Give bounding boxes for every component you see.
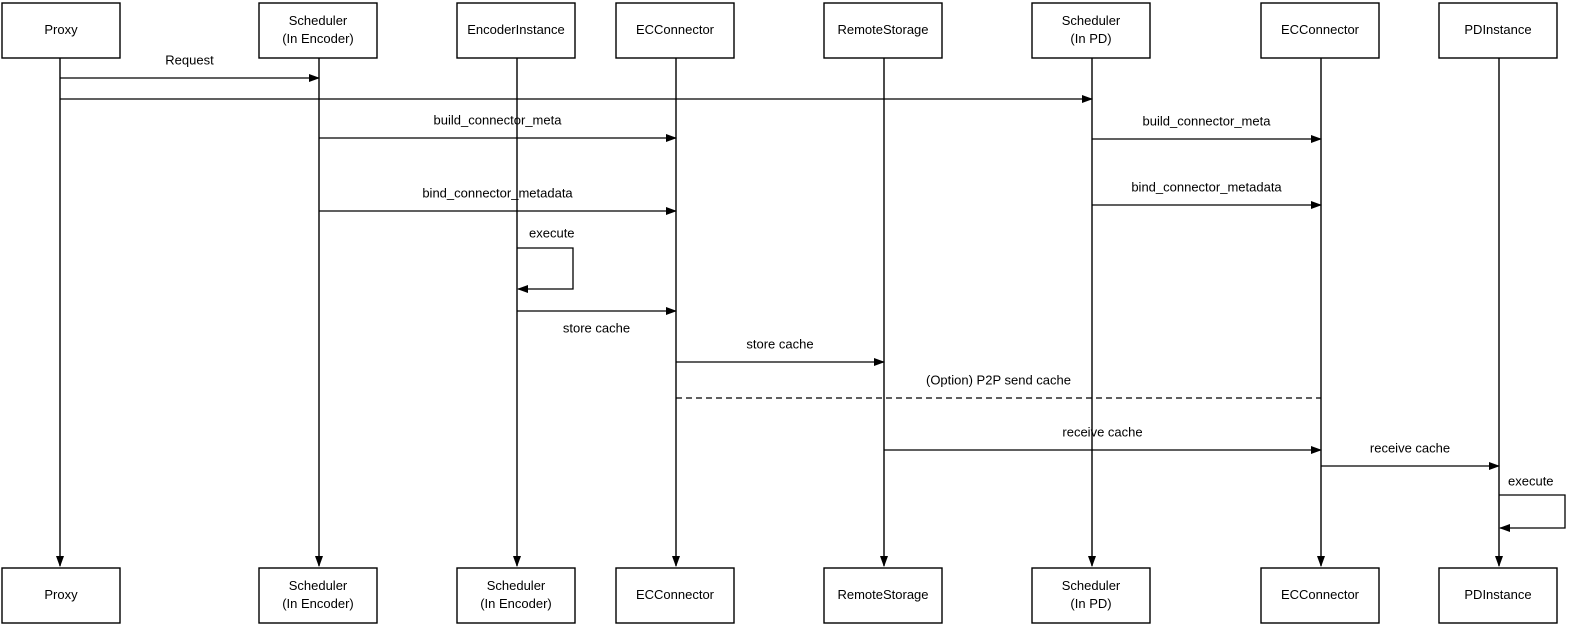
self-message-label: execute — [1508, 473, 1554, 488]
message-label: receive cache — [1370, 440, 1450, 455]
self-message-s1[interactable]: execute — [517, 225, 575, 293]
message-m4[interactable]: build_connector_meta — [1092, 113, 1322, 143]
participant-box[interactable] — [1, 2, 121, 59]
self-message-label: execute — [529, 225, 575, 240]
participant-label-line1: Scheduler — [1062, 13, 1121, 28]
participant-label: ECConnector — [636, 22, 715, 37]
participant-encoder_inst-top[interactable]: EncoderInstance — [456, 2, 576, 59]
participant-box[interactable] — [1438, 2, 1558, 59]
message-m9[interactable]: (Option) P2P send cache — [676, 372, 1321, 399]
participant-box[interactable] — [456, 2, 576, 59]
participant-label-line2: (In PD) — [1070, 31, 1111, 46]
participant-label: RemoteStorage — [837, 22, 928, 37]
participant-label: EncoderInstance — [467, 22, 565, 37]
participant-box[interactable] — [258, 2, 378, 59]
message-m6[interactable]: bind_connector_metadata — [1092, 179, 1322, 209]
participant-label-line1: Scheduler — [1062, 578, 1121, 593]
participant-label-line1: Scheduler — [289, 13, 348, 28]
participant-box[interactable] — [615, 2, 735, 59]
participant-remote_store-top[interactable]: RemoteStorage — [823, 2, 943, 59]
participant-label: Proxy — [44, 587, 78, 602]
participant-remote_store-bottom[interactable]: RemoteStorage — [823, 567, 943, 624]
participant-ec_conn_2-bottom[interactable]: ECConnector — [1260, 567, 1380, 624]
message-label: store cache — [746, 336, 813, 351]
bottom-participant-boxes: Proxy Scheduler (In Encoder) Scheduler (In E… — [1, 567, 1558, 624]
participant-ec_conn_1-top[interactable]: ECConnector — [615, 2, 735, 59]
participant-box[interactable] — [1031, 2, 1151, 59]
lifelines-layer — [56, 58, 1503, 567]
self-message-s2[interactable]: execute — [1499, 473, 1566, 532]
participant-sched_enc-top[interactable]: Scheduler (In Encoder) — [258, 2, 378, 59]
participant-box[interactable] — [456, 567, 576, 624]
message-label: store cache — [563, 320, 630, 335]
participant-label: RemoteStorage — [837, 587, 928, 602]
message-m3[interactable]: build_connector_meta — [319, 112, 677, 142]
participant-label: ECConnector — [636, 587, 715, 602]
participant-label: ECConnector — [1281, 587, 1360, 602]
participant-proxy-top[interactable]: Proxy — [1, 2, 121, 59]
participant-sched_pd-bottom[interactable]: Scheduler (In PD) — [1031, 567, 1151, 624]
participant-pd_inst-top[interactable]: PDInstance — [1438, 2, 1558, 59]
participant-box[interactable] — [1260, 567, 1380, 624]
participant-label: ECConnector — [1281, 22, 1360, 37]
participant-label-line2: (In Encoder) — [282, 31, 354, 46]
participant-sched_pd-top[interactable]: Scheduler (In PD) — [1031, 2, 1151, 59]
message-label: build_connector_meta — [1143, 113, 1272, 128]
message-label: build_connector_meta — [434, 112, 563, 127]
messages-layer: Request build_connector_meta build_connect… — [60, 52, 1500, 470]
top-participant-boxes: Proxy Scheduler (In Encoder) EncoderInstanc… — [1, 2, 1558, 59]
participant-sched_enc-bottom[interactable]: Scheduler (In Encoder) — [258, 567, 378, 624]
participant-ec_conn_2-top[interactable]: ECConnector — [1260, 2, 1380, 59]
participant-label: PDInstance — [1464, 587, 1531, 602]
self-messages-layer: execute execute — [517, 225, 1566, 532]
message-m8[interactable]: store cache — [676, 336, 885, 366]
participant-box[interactable] — [258, 567, 378, 624]
message-label: Request — [165, 52, 214, 67]
participant-pd_inst-bottom[interactable]: PDInstance — [1438, 567, 1558, 624]
self-message-path — [517, 247, 574, 293]
participant-box[interactable] — [1260, 2, 1380, 59]
participant-label-line1: Scheduler — [487, 578, 546, 593]
message-m11[interactable]: receive cache — [1321, 440, 1500, 470]
participant-proxy-bottom[interactable]: Proxy — [1, 567, 121, 624]
participant-box[interactable] — [823, 567, 943, 624]
participant-label-line2: (In PD) — [1070, 596, 1111, 611]
participant-label-line1: Scheduler — [289, 578, 348, 593]
participant-ec_conn_1-bottom[interactable]: ECConnector — [615, 567, 735, 624]
message-m5[interactable]: bind_connector_metadata — [319, 185, 677, 215]
participant-label: Proxy — [44, 22, 78, 37]
participant-box[interactable] — [615, 567, 735, 624]
participant-box[interactable] — [1031, 567, 1151, 624]
message-m7[interactable]: store cache — [517, 307, 677, 335]
message-label: (Option) P2P send cache — [926, 372, 1071, 387]
participant-label: PDInstance — [1464, 22, 1531, 37]
message-label: bind_connector_metadata — [422, 185, 573, 200]
message-m1[interactable]: Request — [60, 52, 320, 82]
message-label: bind_connector_metadata — [1131, 179, 1282, 194]
self-message-path — [1499, 494, 1566, 532]
participant-label-line2: (In Encoder) — [282, 596, 354, 611]
participant-encoder_inst-bottom[interactable]: Scheduler (In Encoder) — [456, 567, 576, 624]
participant-box[interactable] — [823, 2, 943, 59]
participant-box[interactable] — [1438, 567, 1558, 624]
message-m10[interactable]: receive cache — [884, 424, 1322, 454]
participant-box[interactable] — [1, 567, 121, 624]
participant-label-line2: (In Encoder) — [480, 596, 552, 611]
message-label: receive cache — [1062, 424, 1142, 439]
